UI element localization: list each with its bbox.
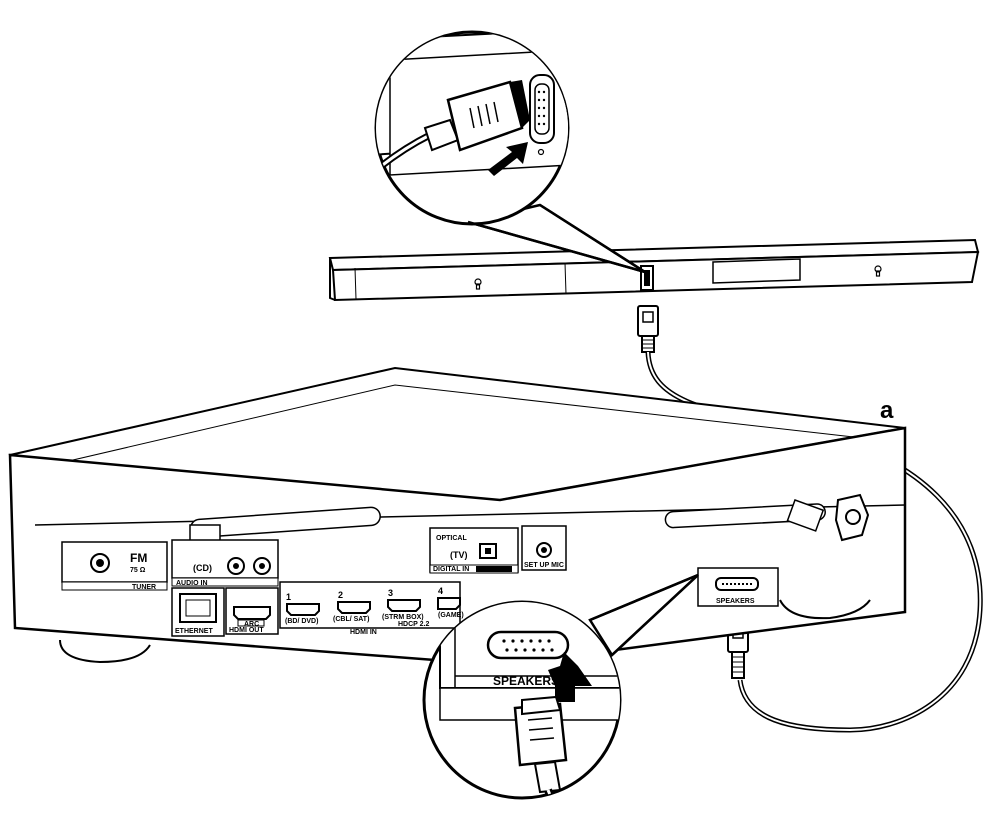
- cable-callout-label: a: [880, 397, 894, 424]
- ethernet-port[interactable]: [179, 593, 217, 623]
- fm-label: FM: [130, 551, 147, 565]
- hdmi-in-4[interactable]: 4 (GAME): [437, 586, 464, 619]
- zoom-receiver-connector: SPEAKERS: [422, 573, 699, 800]
- hdmi-in-label: HDMI IN: [350, 629, 377, 636]
- cd-label: (CD): [193, 563, 212, 573]
- setup-mic-label: SET UP MIC: [524, 562, 564, 569]
- svg-text:2: 2: [338, 590, 343, 600]
- ethernet-section: ETHERNET: [171, 587, 225, 637]
- svg-text:3: 3: [388, 588, 393, 598]
- fm-ohm-label: 75 Ω: [130, 567, 146, 574]
- wall-mount-left-icon: [474, 278, 482, 290]
- speakers-port[interactable]: [715, 577, 759, 591]
- soundbar: [328, 238, 980, 302]
- insert-arrow-icon: [548, 652, 592, 702]
- svg-text:(STRM BOX): (STRM BOX): [382, 614, 424, 621]
- av-receiver: FM 75 Ω TUNER (CD) AUDIO IN ETHERNET: [8, 366, 907, 667]
- audio-in-label: AUDIO IN: [176, 580, 208, 587]
- wall-mount-right-icon: [874, 265, 882, 277]
- svg-text:(BD/ DVD): (BD/ DVD): [285, 618, 318, 625]
- hdmi-out-section: ARC HDMI OUT: [225, 587, 279, 635]
- svg-text:(GAME): (GAME): [438, 612, 464, 619]
- antenna-right: [664, 493, 870, 542]
- insert-arrow-icon: [488, 142, 528, 176]
- tuner-label: TUNER: [132, 584, 156, 591]
- svg-text:1: 1: [286, 592, 291, 602]
- tuner-section: FM 75 Ω TUNER: [61, 541, 168, 591]
- svg-text:4: 4: [438, 586, 443, 596]
- svg-text:(CBL/ SAT): (CBL/ SAT): [333, 616, 369, 623]
- zoom-soundbar-connector: [374, 30, 646, 274]
- cable-connector-top: [637, 305, 659, 353]
- hdmi-in-2[interactable]: 2 (CBL/ SAT): [333, 590, 371, 623]
- hdmi-in-3[interactable]: 3 (STRM BOX): [382, 588, 424, 621]
- zoom-speakers-label: SPEAKERS: [493, 674, 559, 688]
- tv-label: (TV): [450, 550, 468, 560]
- hdmi-out-port[interactable]: [233, 606, 271, 620]
- digital-in-label: DIGITAL IN: [433, 566, 469, 573]
- digital-in-section: OPTICAL (TV) DIGITAL IN: [429, 527, 519, 574]
- speakers-label: SPEAKERS: [716, 598, 755, 605]
- hdmi-in-section: 1 (BD/ DVD) 2 (CBL/ SAT) 3 (STRM BOX) 4 …: [279, 581, 464, 636]
- ethernet-label: ETHERNET: [175, 628, 213, 635]
- arc-label: ARC: [244, 621, 259, 628]
- audio-in-section: (CD) AUDIO IN: [171, 539, 279, 587]
- optical-label: OPTICAL: [436, 535, 467, 542]
- hdmi-in-1[interactable]: 1 (BD/ DVD): [285, 592, 320, 625]
- setup-mic-section: SET UP MIC: [521, 525, 567, 571]
- hdmi-out-label: HDMI OUT: [229, 627, 264, 634]
- speakers-section: SPEAKERS: [697, 567, 779, 607]
- hdcp-label: HDCP 2.2: [398, 621, 429, 628]
